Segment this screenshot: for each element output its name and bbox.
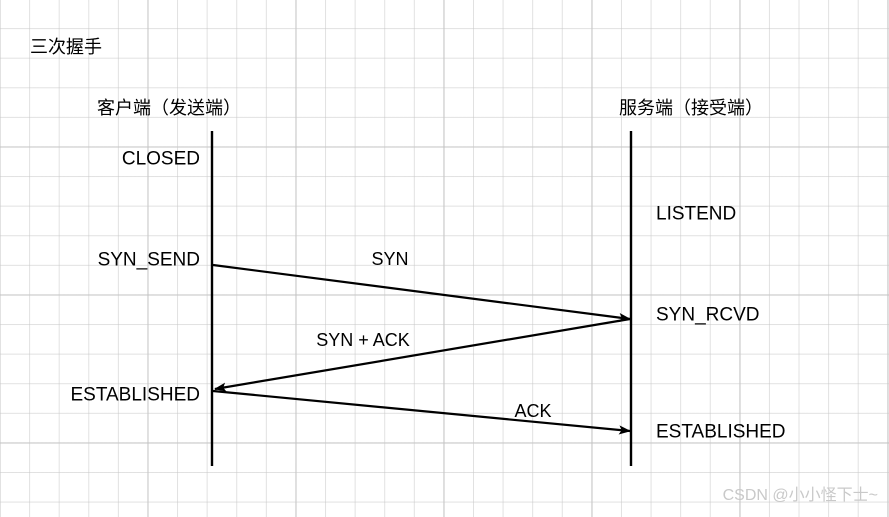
message-arrow-syn-ack xyxy=(214,317,631,392)
state-server-established: ESTABLISHED xyxy=(656,421,786,443)
state-client-established: ESTABLISHED xyxy=(70,384,200,406)
state-client-closed: CLOSED xyxy=(121,148,200,170)
watermark-text: CSDN @小小怪下士~ xyxy=(722,487,878,504)
message-label-syn: SYN xyxy=(371,249,409,269)
state-server-syn-rcvd: SYN_RCVD xyxy=(656,304,760,326)
state-client-syn-send: SYN_SEND xyxy=(97,249,200,271)
message-arrow-syn xyxy=(212,263,631,323)
actor-header-server: 服务端（接受端） xyxy=(619,98,763,118)
message-arrow-ack xyxy=(212,389,631,435)
diagram-title: 三次握手 xyxy=(30,37,102,57)
message-label-ack: ACK xyxy=(514,401,552,421)
actor-header-client: 客户端（发送端） xyxy=(97,98,241,118)
state-server-listend: LISTEND xyxy=(656,203,737,225)
message-label-syn-ack: SYN + ACK xyxy=(316,330,410,350)
